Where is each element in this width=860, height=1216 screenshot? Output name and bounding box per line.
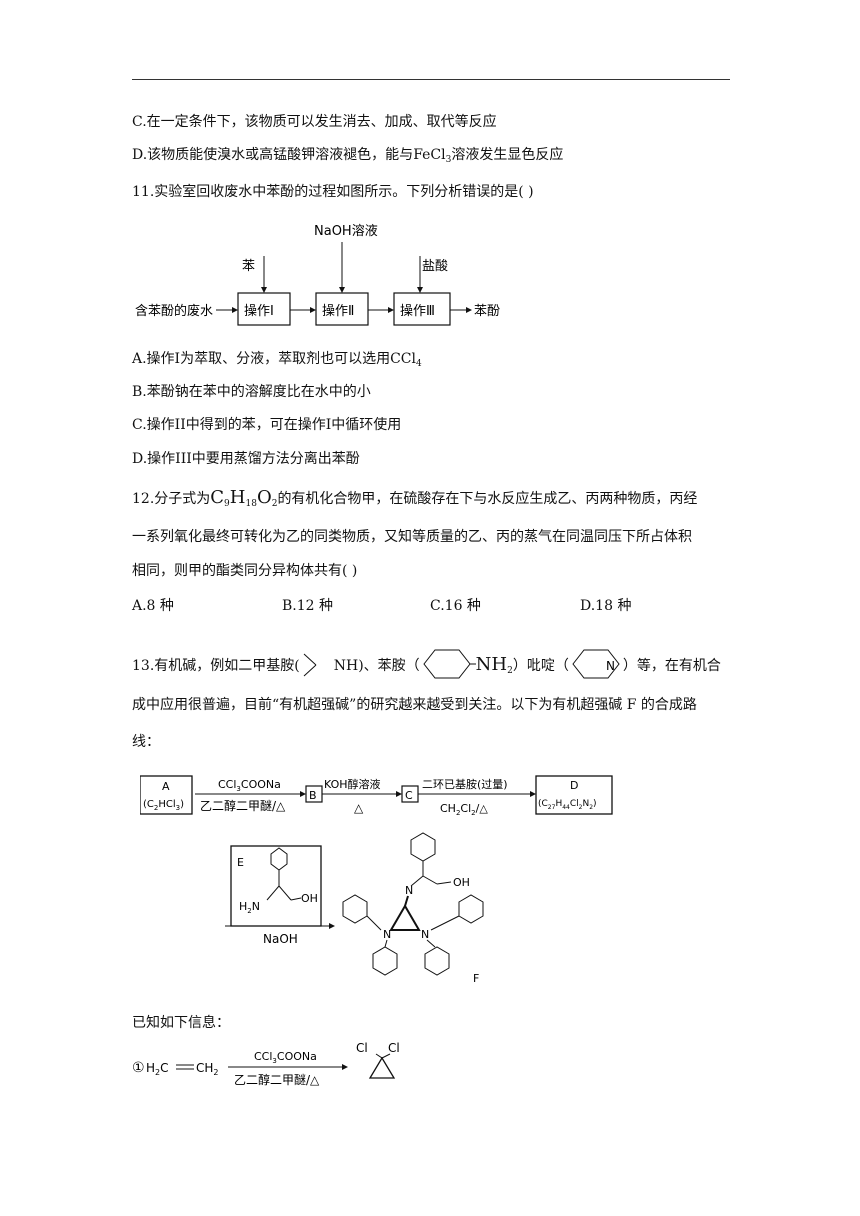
svg-text:CCl3COONa: CCl3COONa: [218, 778, 281, 793]
f-cyclohexyl-3: [458, 894, 484, 924]
svg-text:(C2HCl3): (C2HCl3): [143, 799, 184, 812]
q12-stem-line1: 12.分子式为C9H18O2的有机化合物甲，在硫酸存在下与水反应生成乙、丙两种物…: [132, 487, 698, 510]
svg-text:C: C: [405, 789, 413, 802]
q10-option-d: D.该物质能使溴水或高锰酸钾溶液褪色，能与FeCl3溶液发生显色反应: [132, 147, 564, 165]
svg-text:KOH醇溶液: KOH醇溶液: [324, 777, 381, 791]
flow-op3-box: [393, 292, 451, 326]
svg-text:CCl3COONa: CCl3COONa: [254, 1050, 317, 1065]
svg-text:乙二醇二甲醚/△: 乙二醇二甲醚/△: [200, 798, 286, 813]
q11-flow-diagram: 含苯酚的废水 操作Ⅰ 操作Ⅱ 操作Ⅲ 苯酚 苯 NaOH溶液 盐酸: [135, 224, 500, 326]
svg-text:A: A: [162, 780, 170, 793]
dimethylamine-structure: [303, 653, 317, 677]
svg-text:F: F: [473, 972, 479, 985]
known-info-1-reaction: ① H2C CH2 CCl3COONa 乙二醇二甲醚/△ Cl Cl: [132, 1041, 400, 1086]
q12-option-d: D.18 种: [580, 598, 632, 614]
q12-stem-line3: 相同，则甲的酯类同分异构体共有( ): [132, 563, 358, 579]
f-cyclopropene-ring: [389, 904, 421, 931]
svg-text:OH: OH: [453, 876, 470, 889]
f-phenyl-ring: [410, 832, 436, 862]
compound-d-box: [535, 775, 613, 815]
svg-text:乙二醇二甲醚/△: 乙二醇二甲醚/△: [234, 1072, 320, 1086]
flow-add1-label: 苯: [242, 259, 255, 274]
q11-option-d: D.操作III中要用蒸馏方法分离出苯酚: [132, 451, 360, 467]
q11-option-c: C.操作II中得到的苯，可在操作I中循环使用: [132, 417, 402, 433]
q10-option-c: C.在一定条件下，该物质可以发生消去、加成、取代等反应: [132, 114, 497, 130]
svg-text:△: △: [354, 801, 364, 815]
q11-option-b: B.苯酚钠在苯中的溶解度比在水中的小: [132, 384, 371, 400]
compound-e-box: [230, 845, 322, 927]
flow-add2-label: NaOH溶液: [314, 224, 378, 239]
svg-text:E: E: [237, 856, 244, 869]
flow-add3-label: 盐酸: [422, 259, 448, 274]
svg-text:D: D: [570, 779, 578, 792]
svg-text:CH2: CH2: [196, 1061, 219, 1077]
cyclopropane-ring: [368, 1056, 396, 1079]
svg-text:N: N: [606, 659, 615, 673]
svg-text:Cl: Cl: [356, 1041, 368, 1055]
q12-option-b: B.12 种: [282, 598, 334, 614]
flow-input-label: 含苯酚的废水: [135, 303, 213, 319]
q12-option-c: C.16 种: [430, 598, 481, 614]
f-cyclohexyl-2: [372, 946, 398, 976]
synthesis-route-row1: A (C2HCl3) CCl3COONa 乙二醇二甲醚/△ B KOH醇溶液 △…: [140, 775, 613, 817]
q12-stem-line2: 一系列氧化最终可转化为乙的同类物质，又知等质量的乙、丙的蒸气在同温同压下所占体积: [132, 529, 692, 545]
svg-text:NaOH: NaOH: [263, 932, 298, 946]
f-cyclohexyl-4: [424, 946, 450, 976]
synthesis-route-row2: E H2N OH NaOH OH N N N F: [225, 832, 484, 985]
svg-text:Cl: Cl: [388, 1041, 400, 1055]
svg-text:①: ①: [132, 1060, 145, 1076]
svg-text:B: B: [309, 789, 317, 802]
q13-stem-line2: 成中应用很普遍，目前“有机超强碱”的研究越来越受到关注。以下为有机超强碱 F 的…: [132, 697, 697, 713]
q12-option-a: A.8 种: [132, 598, 174, 614]
e-phenyl-ring: [270, 847, 288, 871]
svg-text:H2N: H2N: [239, 900, 260, 915]
known-info-heading: 已知如下信息：: [132, 1015, 230, 1031]
svg-text:(C27H44Cl2N2): (C27H44Cl2N2): [538, 799, 597, 811]
svg-text:N: N: [421, 928, 429, 941]
flow-op1-label: 操作Ⅰ: [244, 303, 274, 319]
benzene-ring-icon: [423, 649, 476, 679]
svg-text:二环已基胺(过量): 二环已基胺(过量): [422, 777, 508, 791]
svg-text:N: N: [405, 884, 413, 897]
compound-a-box: [140, 775, 193, 815]
svg-text:OH: OH: [301, 892, 318, 905]
flow-output-label: 苯酚: [474, 304, 500, 319]
svg-text:N: N: [383, 928, 391, 941]
header-rule: [132, 79, 730, 80]
q13-stem-line3: 线：: [132, 734, 160, 750]
q13-stem-line1: 13.有机碱，例如二甲基胺(NH)、苯胺（NH2）吡啶（N）等，在有机合: [132, 647, 721, 681]
q11-stem: 11.实验室回收废水中苯酚的过程如图所示。下列分析错误的是( ): [132, 184, 534, 200]
q11-option-a: A.操作I为萃取、分液，萃取剂也可以选用CCl4: [132, 351, 422, 369]
svg-text:CH2Cl2/△: CH2Cl2/△: [440, 802, 488, 817]
flow-op2-label: 操作Ⅱ: [322, 303, 354, 319]
pyridine-structure: N: [572, 649, 620, 679]
flow-op3-label: 操作Ⅲ: [400, 303, 435, 319]
svg-text:H2C: H2C: [146, 1061, 169, 1077]
f-cyclohexyl-1: [342, 894, 368, 924]
